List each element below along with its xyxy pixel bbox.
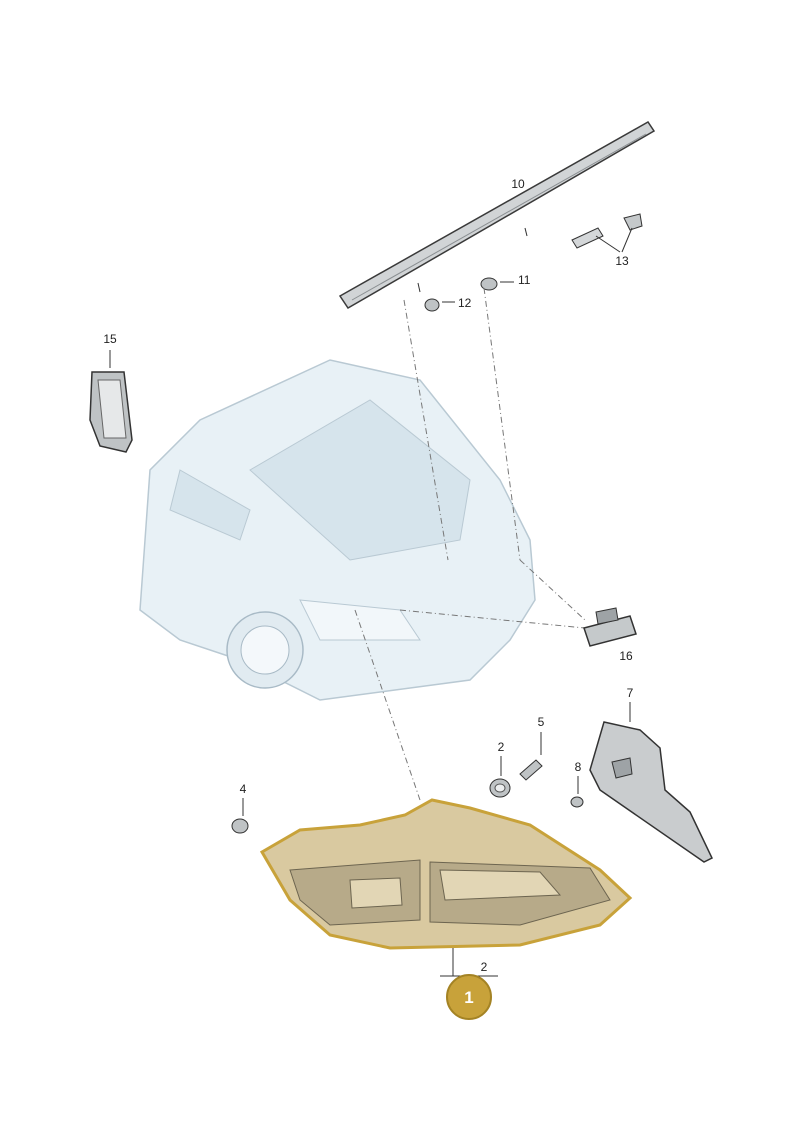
label-10: 10 (511, 177, 525, 191)
nut-part-2 (489, 756, 511, 798)
label-16: 16 (619, 649, 633, 663)
clip-part-11 (480, 277, 514, 291)
label-7: 7 (627, 686, 634, 700)
label-15: 15 (103, 332, 117, 346)
leader-lines (354, 287, 586, 801)
label-4: 4 (240, 782, 247, 796)
label-13: 13 (615, 254, 629, 268)
cover-part-7 (589, 702, 713, 863)
bezel-part-15 (89, 350, 133, 453)
callout-number: 1 (464, 988, 473, 1007)
bracket-part-13 (571, 213, 643, 253)
nut-part-4 (231, 798, 249, 834)
tail-light-part-1 (259, 798, 633, 977)
label-2-lower: 2 (481, 960, 488, 974)
label-12: 12 (458, 296, 472, 310)
label-11: 11 (518, 273, 531, 287)
label-5: 5 (538, 715, 545, 729)
trim-strip-part-10 (338, 121, 656, 310)
socket-part-16 (583, 607, 637, 647)
screw-part-5 (519, 732, 543, 781)
callout-badge-part-1: 1 (446, 974, 492, 1020)
screw-part-8 (570, 776, 584, 808)
car-body-illustration (139, 359, 536, 701)
label-8: 8 (575, 760, 582, 774)
label-2-upper: 2 (498, 740, 505, 754)
clip-part-12 (424, 298, 455, 312)
